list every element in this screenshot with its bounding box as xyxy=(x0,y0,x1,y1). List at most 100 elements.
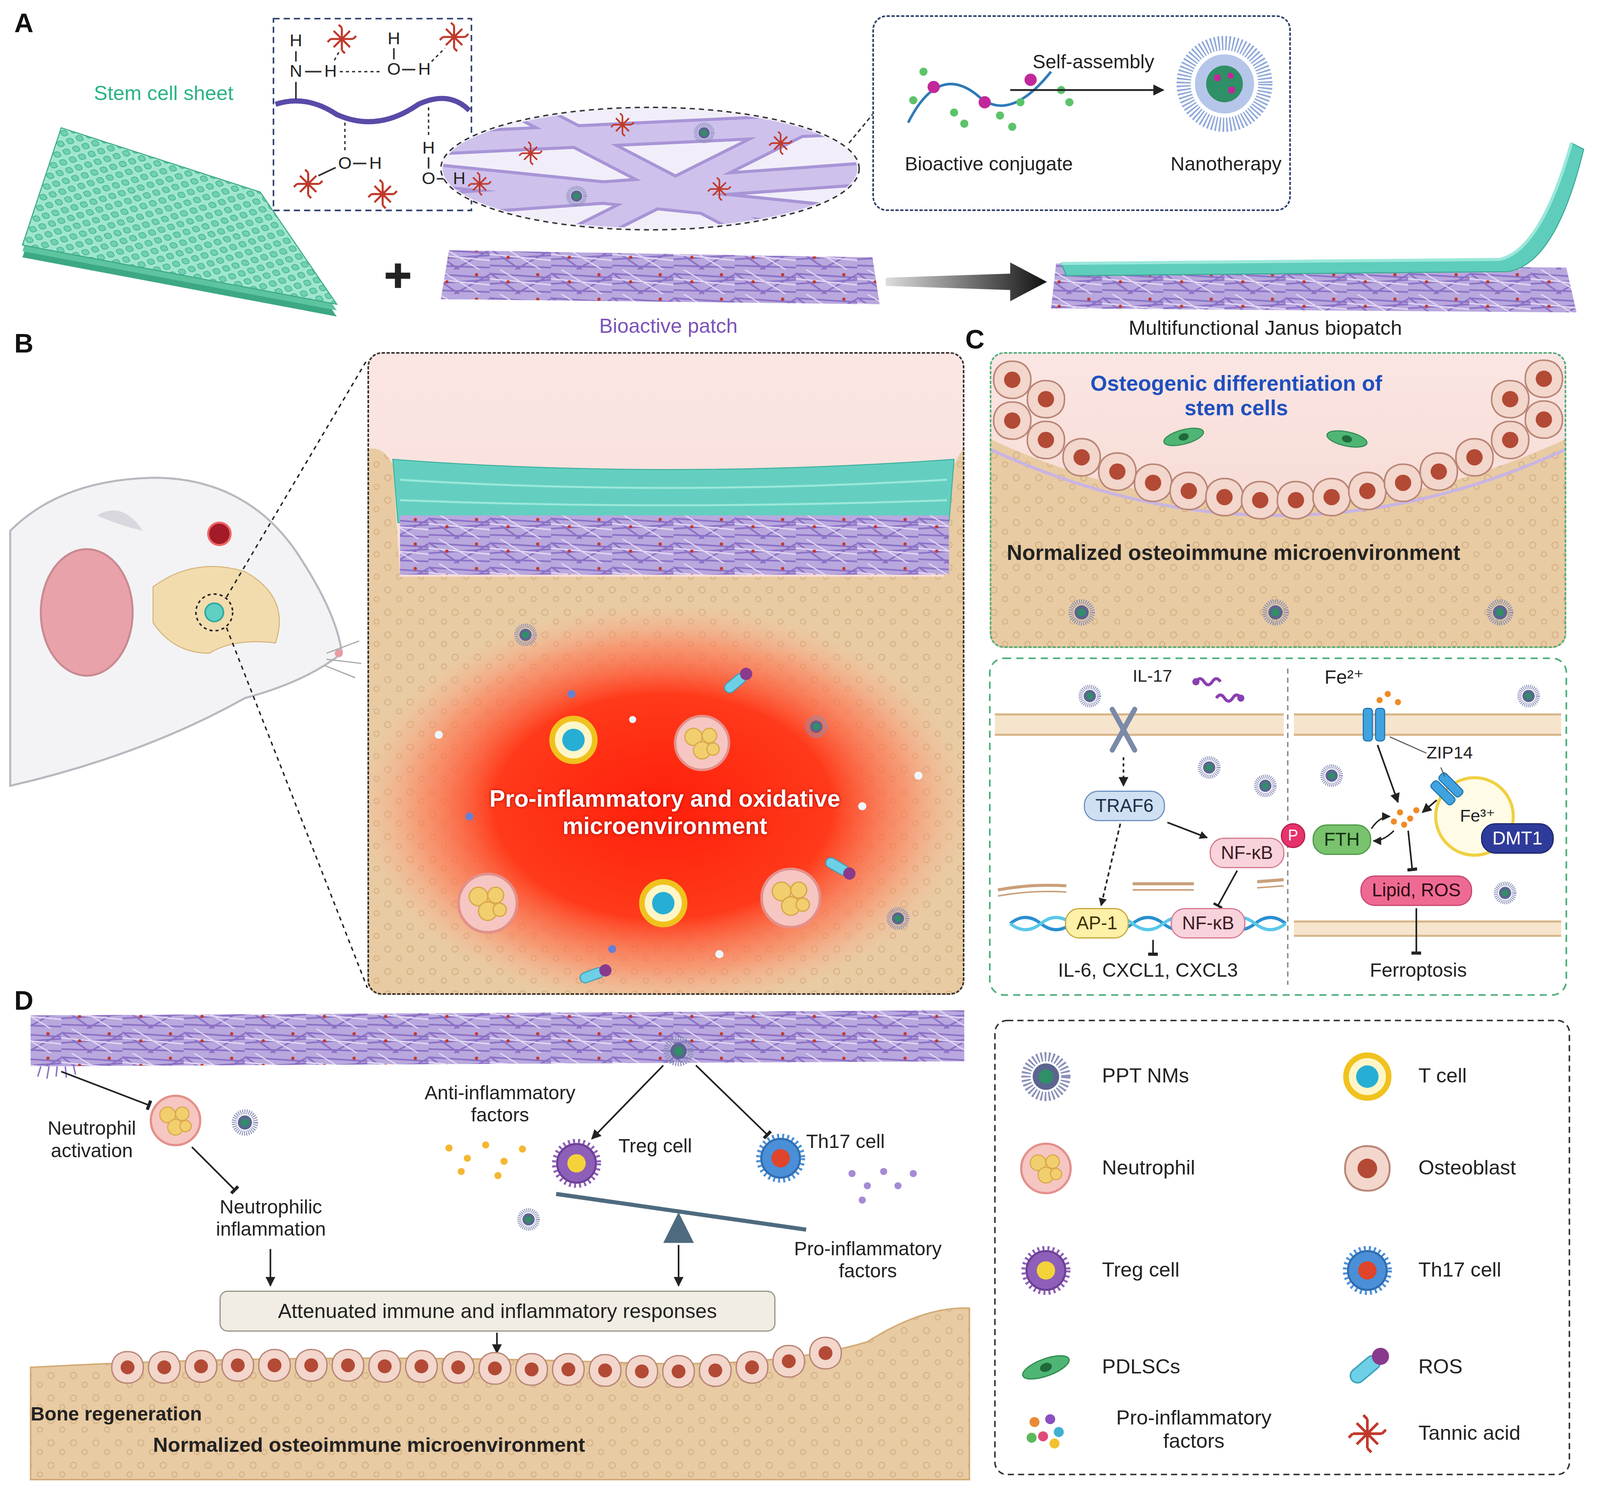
immune-panel-art xyxy=(30,1010,970,1480)
art-shape xyxy=(61,1071,149,1106)
phospho-circle: P xyxy=(1280,823,1306,849)
art-shape xyxy=(500,1157,508,1166)
art-shape xyxy=(392,459,954,523)
art-shape xyxy=(482,1141,490,1149)
art-shape xyxy=(41,549,133,676)
outcome-label: Normalized osteoimmune microenvironment xyxy=(153,1433,725,1457)
art-shape xyxy=(1065,98,1074,107)
art-shape xyxy=(1401,821,1408,828)
art-shape xyxy=(468,172,492,196)
art-shape xyxy=(1346,1344,1393,1387)
legend-text: Tannic acid xyxy=(1418,1421,1562,1445)
art-shape xyxy=(758,1136,804,1182)
art-shape xyxy=(1407,815,1414,822)
art-shape xyxy=(1228,86,1236,94)
signal-label: IL-17 xyxy=(1132,666,1194,687)
art-shape xyxy=(1023,1248,1069,1294)
protein-pill: NF-κBP xyxy=(1209,837,1285,869)
legend-text: Neutrophil xyxy=(1101,1156,1296,1180)
art-shape xyxy=(439,22,469,52)
art-shape xyxy=(400,515,950,575)
panel-text: Normalized osteoimmune microenvironment xyxy=(1006,540,1558,565)
art-shape xyxy=(153,566,280,654)
art-shape xyxy=(438,102,868,240)
art-shape xyxy=(234,1111,256,1134)
art-shape xyxy=(1241,481,1280,519)
art-shape xyxy=(515,1353,548,1386)
art-shape xyxy=(1489,601,1511,624)
art-shape xyxy=(823,855,858,883)
art-shape xyxy=(457,1168,465,1176)
art-shape xyxy=(1010,89,1164,92)
node-label: P xyxy=(1288,826,1299,846)
art-shape xyxy=(1456,438,1494,476)
art-shape xyxy=(1122,757,1125,786)
protein-label: ZIP14 xyxy=(1426,742,1490,764)
art-shape xyxy=(465,812,474,821)
art-shape xyxy=(293,169,323,199)
art-shape xyxy=(1277,481,1315,519)
protein-pill: DMT1 xyxy=(1481,823,1554,854)
art-shape xyxy=(736,1351,768,1384)
legend-text: Th17 cell xyxy=(1418,1258,1562,1282)
atom-label: H xyxy=(367,153,384,174)
art-shape xyxy=(908,71,1051,123)
art-shape xyxy=(333,48,446,153)
art-shape xyxy=(1170,472,1208,510)
art-shape xyxy=(674,715,729,770)
atom-label: H xyxy=(451,168,468,189)
art-shape xyxy=(1098,453,1137,491)
art-shape xyxy=(1134,464,1172,502)
art-shape xyxy=(880,1168,888,1176)
connector xyxy=(1167,822,1208,838)
art-shape xyxy=(960,119,969,128)
panel-letter: B xyxy=(14,328,50,359)
art-shape xyxy=(1183,43,1266,125)
art-shape xyxy=(707,177,731,201)
node-label: FTH xyxy=(1323,829,1360,850)
art-shape xyxy=(367,602,965,995)
art-shape xyxy=(1152,939,1154,955)
art-shape xyxy=(1363,708,1373,741)
art-shape xyxy=(949,108,958,117)
cell-label: Treg cell xyxy=(618,1134,721,1157)
art-shape xyxy=(1495,884,1515,903)
art-shape xyxy=(334,649,343,658)
art-shape xyxy=(445,1144,453,1152)
art-shape xyxy=(769,131,792,155)
art-shape xyxy=(208,522,231,546)
art-shape xyxy=(927,80,940,93)
art-shape xyxy=(1021,1143,1071,1194)
art-shape xyxy=(885,262,1047,302)
art-shape xyxy=(96,510,143,532)
rat-head xyxy=(10,359,368,989)
atom-label: O xyxy=(420,168,437,189)
art-shape xyxy=(1061,143,1584,276)
hydrogen-bond-inset xyxy=(273,18,472,211)
art-shape xyxy=(1345,1055,1389,1098)
art-shape xyxy=(1394,699,1402,706)
art-shape xyxy=(995,111,1004,120)
art-shape xyxy=(295,48,450,179)
art-shape xyxy=(1384,691,1391,698)
art-shape xyxy=(591,1065,664,1140)
plus-sign xyxy=(385,263,411,288)
atom-label: H xyxy=(287,30,305,51)
art-shape xyxy=(1256,776,1275,796)
art-shape xyxy=(1162,424,1206,450)
panel-text: Bioactive conjugate xyxy=(879,152,1099,175)
art-shape xyxy=(1027,421,1065,459)
protein-pill: Lipid, ROS xyxy=(1360,875,1473,907)
art-shape xyxy=(578,962,614,986)
cell-label: Th17 cell xyxy=(806,1130,909,1153)
art-shape xyxy=(1016,98,1025,107)
node-label: NF-κB xyxy=(1220,842,1273,864)
art-shape xyxy=(479,1352,511,1385)
art-shape xyxy=(1491,380,1529,419)
art-shape xyxy=(519,1210,538,1229)
atom-label: H xyxy=(385,28,403,49)
art-shape xyxy=(273,18,472,211)
caption-label: Stem cell sheet xyxy=(94,81,284,105)
art-shape xyxy=(919,67,928,76)
art-shape xyxy=(1491,421,1529,459)
